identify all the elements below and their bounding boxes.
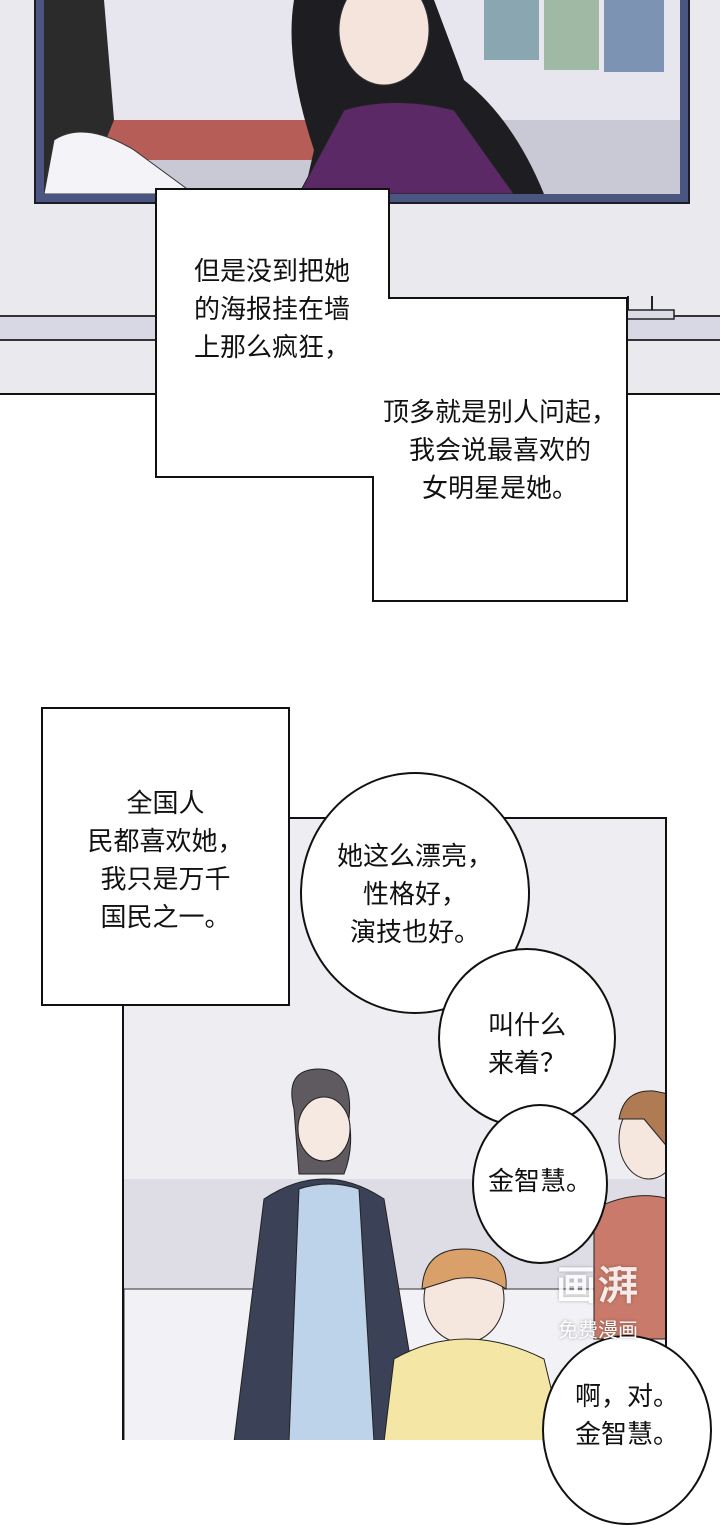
caption-1-line-1: 但是没到把她 bbox=[193, 257, 350, 287]
bubble-4-line-2: 金智慧。 bbox=[574, 1420, 679, 1450]
watermark: 画湃 免费漫画 bbox=[538, 1258, 658, 1358]
caption-box-1-inner bbox=[157, 190, 388, 476]
bubble-1-line-1: 她这么漂亮， bbox=[336, 842, 493, 872]
bubble-2-line-1: 叫什么 bbox=[487, 1011, 566, 1041]
caption-3-line-3: 我只是万千 bbox=[100, 865, 231, 895]
bubble-4-text: 啊，对。 金智慧。 bbox=[542, 1378, 712, 1454]
tv-screen bbox=[44, 0, 680, 194]
caption-2-line-2: 我会说最喜欢的 bbox=[408, 436, 591, 466]
bubble-1-text: 她这么漂亮， 性格好， 演技也好。 bbox=[300, 838, 530, 952]
bubble-1-line-2: 性格好， bbox=[362, 880, 467, 910]
caption-3-line-4: 国民之一。 bbox=[100, 903, 231, 933]
caption-3-line-1: 全国人 bbox=[126, 789, 205, 819]
router-icon bbox=[625, 296, 675, 320]
bubble-3-text: 金智慧。 bbox=[472, 1163, 608, 1201]
caption-2: 顶多就是别人问起， 我会说最喜欢的 女明星是她。 bbox=[370, 394, 630, 508]
caption-1: 但是没到把她 的海报挂在墙 上那么疯狂， bbox=[158, 253, 386, 367]
speech-bubble-3 bbox=[472, 1104, 608, 1264]
caption-1-line-3: 上那么疯狂， bbox=[193, 333, 350, 363]
bubble-4-line-1: 啊，对。 bbox=[574, 1382, 679, 1412]
watermark-logo: 画湃 bbox=[556, 1263, 640, 1309]
watermark-label: 免费漫画 bbox=[558, 1318, 638, 1342]
tv-scene bbox=[44, 0, 680, 194]
caption-1-line-2: 的海报挂在墙 bbox=[193, 295, 350, 325]
caption-2-line-3: 女明星是她。 bbox=[421, 474, 578, 504]
top-panel bbox=[0, 0, 720, 395]
caption-3-line-2: 民都喜欢她， bbox=[87, 827, 244, 857]
speech-bubble-2 bbox=[438, 948, 616, 1128]
caption-box-3 bbox=[41, 707, 290, 1006]
caption-box-2-fill bbox=[374, 299, 626, 600]
caption-3: 全国人 民都喜欢她， 我只是万千 国民之一。 bbox=[43, 785, 288, 937]
bubble-2-line-2: 来着？ bbox=[487, 1049, 566, 1079]
caption-2-line-1: 顶多就是别人问起， bbox=[382, 398, 617, 428]
bubble-2-text: 叫什么 来着？ bbox=[438, 1007, 616, 1083]
bubble-1-line-3: 演技也好。 bbox=[349, 918, 480, 948]
bubble-3-line-1: 金智慧。 bbox=[487, 1167, 592, 1197]
